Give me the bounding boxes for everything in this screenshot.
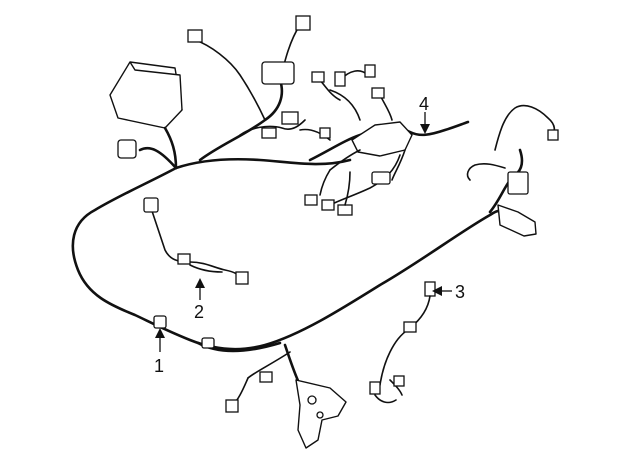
connector <box>235 271 249 285</box>
connector <box>424 281 436 297</box>
connector <box>261 127 277 139</box>
connector <box>364 64 376 78</box>
connector <box>295 15 311 31</box>
connector <box>117 139 137 159</box>
bracket-hole <box>316 411 324 419</box>
connector <box>334 71 346 87</box>
connector <box>371 171 391 185</box>
connector <box>321 199 335 211</box>
connector <box>337 204 353 216</box>
end-connector <box>497 204 537 237</box>
harness-junction <box>351 121 413 157</box>
callout-2: 2 <box>194 278 205 322</box>
connector <box>225 399 239 413</box>
callout-label-3: 3 <box>455 282 465 302</box>
callout-4: 4 <box>419 94 430 134</box>
right-branch <box>466 104 559 237</box>
clip-connector <box>153 315 167 329</box>
connector <box>143 197 159 213</box>
callout-1: 1 <box>154 328 165 376</box>
connector <box>187 29 203 43</box>
clip-connector <box>201 337 215 349</box>
bracket-hole <box>307 395 317 405</box>
connector <box>371 87 385 99</box>
engine-harness-part-4 <box>299 64 470 216</box>
connector <box>304 194 318 206</box>
main-harness-part-1 <box>71 166 514 449</box>
connector-block <box>507 171 529 195</box>
harness-part-2 <box>143 197 249 285</box>
connector <box>393 375 405 387</box>
connector <box>281 111 299 125</box>
connector <box>311 71 325 83</box>
callout-label-2: 2 <box>194 302 204 322</box>
connector <box>177 253 191 265</box>
connector <box>369 381 381 395</box>
connector <box>319 127 331 139</box>
callout-label-1: 1 <box>154 356 164 376</box>
connector <box>403 321 417 333</box>
connector <box>547 129 559 141</box>
harness-part-3 <box>369 281 436 404</box>
callout-label-4: 4 <box>419 94 429 114</box>
callout-3: 3 <box>432 282 465 302</box>
connector-block <box>261 61 295 85</box>
fuse-box-harness <box>109 15 352 170</box>
connector <box>259 371 273 383</box>
